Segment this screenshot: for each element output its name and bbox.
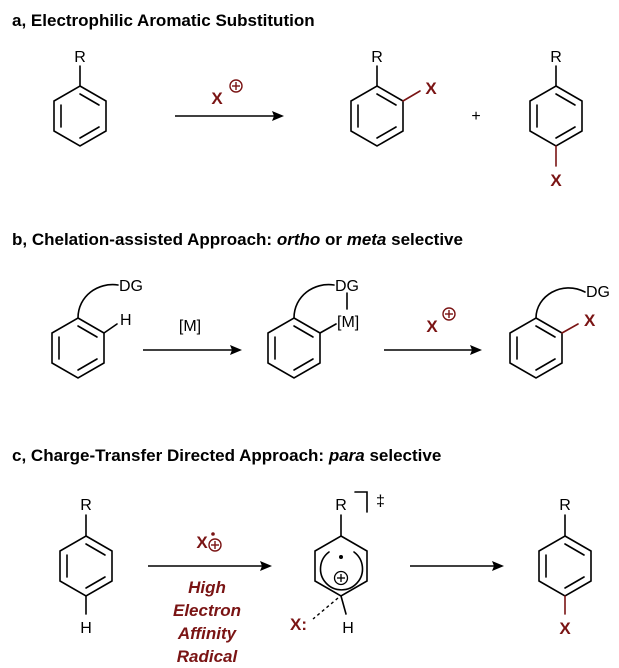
arenium-ring-c-intermediate [312, 491, 368, 620]
substituent-r-label: R [335, 497, 347, 514]
reaction-arrow-c2 [410, 561, 504, 571]
electrophile-x-label: X [426, 317, 438, 336]
plus-sign: + [471, 108, 480, 125]
section-c-heading: c, Charge-Transfer Directed Approach: pa… [12, 446, 441, 465]
radical-cation-x-label: X [196, 533, 208, 552]
benzene-ring-a-product-para [529, 65, 583, 167]
reagent-description-line: High [188, 578, 226, 597]
benzene-ring-c-reactant [59, 514, 113, 615]
ortho-x-label: X [584, 311, 596, 330]
para-x-label: X [550, 171, 562, 190]
benzene-ring-a-product-ortho [350, 65, 421, 147]
reaction-arrow-c1 [148, 561, 272, 571]
hydrogen-label: H [80, 620, 92, 637]
substituent-r-label: R [371, 49, 383, 66]
reaction-arrow-b2 [384, 345, 482, 355]
reagent-description-line: Affinity [177, 624, 238, 643]
directing-group-label: DG [119, 278, 143, 295]
benzene-ring-b-product [509, 287, 586, 379]
benzene-ring-c-product [538, 514, 592, 615]
anion-x-label: X: [290, 615, 307, 634]
directing-group-label: DG [586, 284, 610, 301]
metal-label: [M] [337, 314, 359, 331]
radical-dot-icon [339, 555, 343, 559]
reagent-description-line: Radical [177, 647, 239, 666]
benzene-ring-a-reactant [53, 65, 107, 147]
metal-catalyst-label: [M] [179, 318, 201, 335]
ortho-x-label: X [425, 79, 437, 98]
cation-charge-icon [208, 538, 222, 552]
section-b-heading: b, Chelation-assisted Approach: ortho or… [12, 230, 463, 249]
hydrogen-label: H [342, 620, 354, 637]
substituent-r-label: R [559, 497, 571, 514]
cation-charge-icon [442, 307, 456, 321]
electrophile-x-label: X [211, 89, 223, 108]
benzene-ring-b-reactant [51, 283, 119, 379]
substituent-r-label: R [80, 497, 92, 514]
benzene-ring-b-intermediate [267, 283, 348, 379]
reaction-arrow-a [175, 111, 284, 121]
directing-group-label: DG [335, 278, 359, 295]
substituent-r-label: R [550, 49, 562, 66]
reaction-arrow-b1 [143, 345, 242, 355]
para-x-label: X [559, 619, 571, 638]
reagent-description-line: Electron [173, 601, 241, 620]
cation-charge-icon [229, 79, 243, 93]
transition-state-symbol: ‡ [376, 493, 385, 510]
radical-dot-icon [211, 532, 215, 536]
section-a-heading: a, Electrophilic Aromatic Substitution [12, 11, 315, 30]
cation-charge-icon [333, 570, 349, 586]
hydrogen-label: H [120, 312, 132, 329]
substituent-r-label: R [74, 49, 86, 66]
